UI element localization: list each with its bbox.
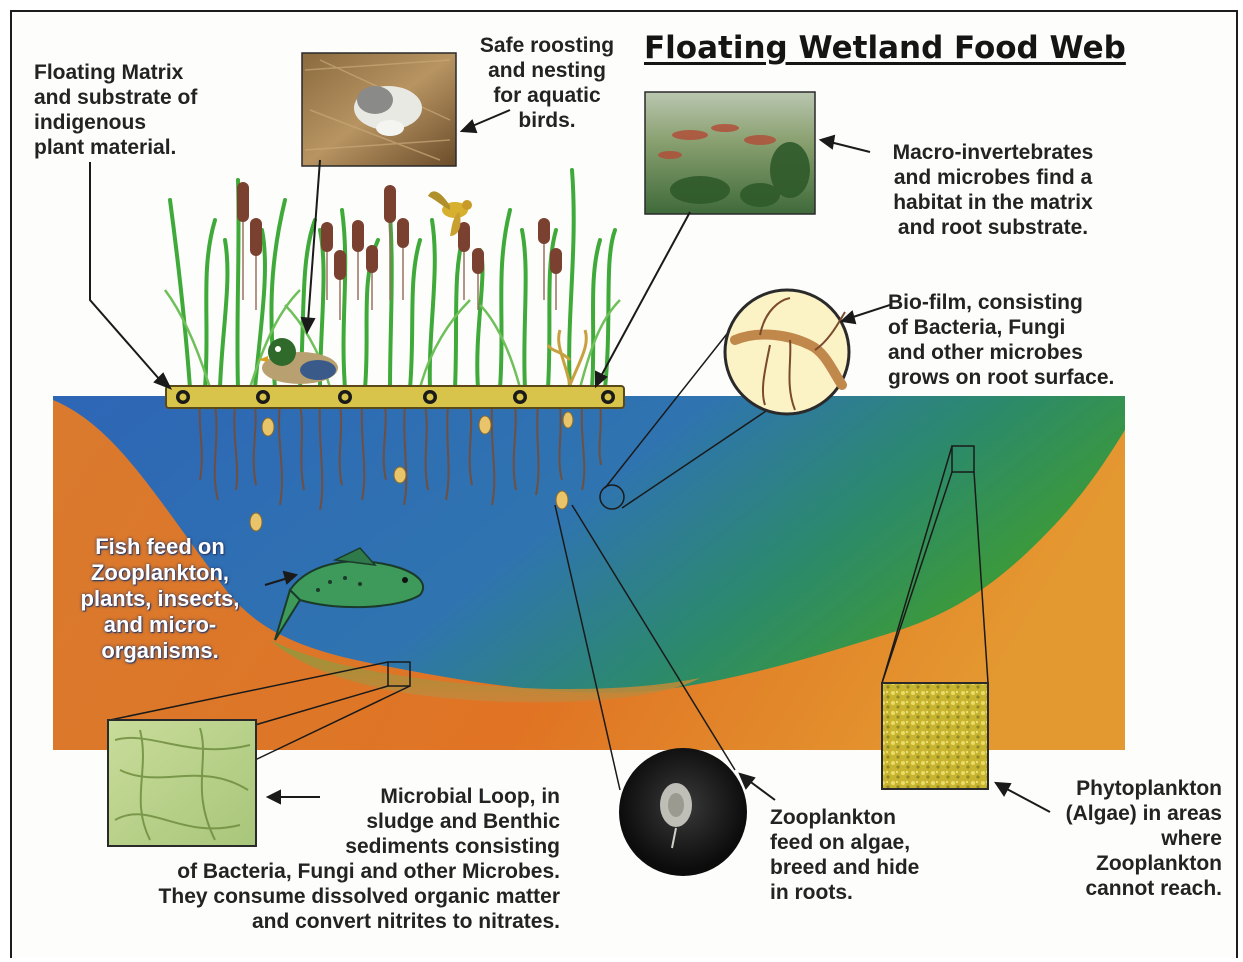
label-floating-matrix: Floating Matrix and substrate of indigen… (34, 60, 197, 160)
label-biofilm: Bio-film, consisting of Bacteria, Fungi … (888, 290, 1114, 390)
label-fish: Fish feed on Zooplankton, plants, insect… (60, 534, 260, 664)
label-microbial: Microbial Loop, in sludge and Benthic se… (20, 784, 560, 934)
zooplankton-photo (619, 748, 747, 876)
page-title: Floating Wetland Food Web (644, 30, 1126, 66)
biofilm-magnifier (725, 290, 849, 414)
duck-figure (258, 338, 338, 384)
phytoplankton-swatch (882, 683, 988, 789)
bird-photo (302, 53, 456, 166)
macro-photo (645, 92, 815, 214)
label-phytoplankton: Phytoplankton (Algae) in areas where Zoo… (1020, 776, 1222, 901)
label-zooplankton: Zooplankton feed on algae, breed and hid… (770, 805, 919, 905)
yellow-plant-figure (548, 330, 586, 385)
label-macro: Macro-invertebrates and microbes find a … (868, 140, 1118, 240)
label-roosting: Safe roosting and nesting for aquatic bi… (462, 33, 632, 133)
floating-mat (166, 386, 624, 408)
